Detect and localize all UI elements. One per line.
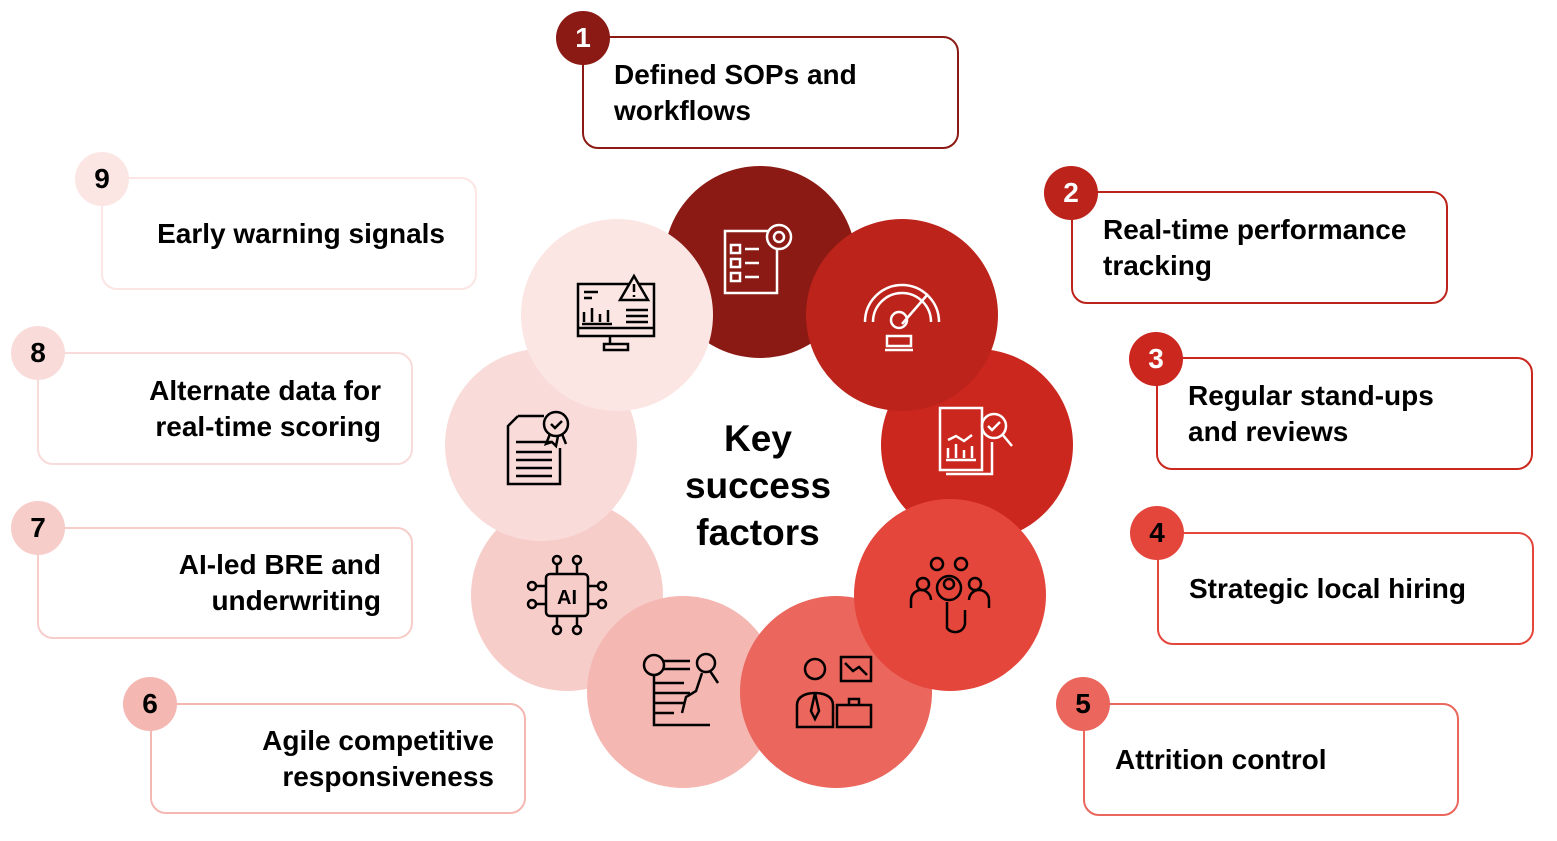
factor-badge-9: 9 — [75, 152, 129, 206]
factor-badge-6: 6 — [123, 677, 177, 731]
monitor-warning-icon — [576, 273, 656, 352]
certified-document-icon — [506, 410, 570, 486]
factor-box-5: Attrition control — [1083, 703, 1459, 816]
factor-badge-1: 1 — [556, 11, 610, 65]
factor-label: Defined SOPs and workflows — [614, 58, 857, 126]
factor-label: AI-led BRE and underwriting — [178, 549, 381, 616]
report-review-icon — [938, 406, 1013, 476]
factor-label: Real-time performance tracking — [1103, 213, 1407, 281]
factor-box-1: Defined SOPs and workflows — [582, 36, 959, 149]
performance-gauge-icon — [863, 283, 941, 352]
factor-badge-7: 7 — [11, 501, 65, 555]
factor-badge-2: 2 — [1044, 166, 1098, 220]
checklist-gear-icon — [723, 223, 793, 295]
factor-badge-5: 5 — [1056, 677, 1110, 731]
factor-box-7: AI-led BRE and underwriting — [37, 527, 413, 639]
market-analysis-icon — [642, 652, 720, 727]
factor-badge-3: 3 — [1129, 332, 1183, 386]
employee-leaving-icon — [795, 655, 873, 729]
factor-box-3: Regular stand-ups and reviews — [1156, 357, 1533, 470]
ai-chip-icon: AI — [526, 554, 608, 636]
factor-label: Strategic local hiring — [1189, 572, 1466, 604]
factor-label: Attrition control — [1115, 743, 1327, 775]
factor-badge-4: 4 — [1130, 506, 1184, 560]
factor-box-8: Alternate data for real-time scoring — [37, 352, 413, 465]
factor-label: Regular stand-ups and reviews — [1188, 379, 1434, 447]
factor-label: Agile competitive responsiveness — [262, 724, 494, 792]
factor-label: Alternate data for real-time scoring — [149, 374, 381, 442]
factor-circle-2 — [806, 219, 998, 411]
factor-box-2: Real-time performance tracking — [1071, 191, 1448, 304]
factor-box-9: Early warning signals — [101, 177, 477, 290]
factor-box-6: Agile competitive responsiveness — [150, 703, 526, 814]
factor-box-4: Strategic local hiring — [1157, 532, 1534, 645]
factor-badge-8: 8 — [11, 326, 65, 380]
svg-text:AI: AI — [557, 587, 577, 609]
factor-circle-9 — [521, 219, 713, 411]
team-select-icon — [909, 556, 991, 634]
center-title: Key success factors — [684, 418, 832, 553]
factor-label: Early warning signals — [157, 217, 445, 249]
factor-circle-4 — [854, 499, 1046, 691]
